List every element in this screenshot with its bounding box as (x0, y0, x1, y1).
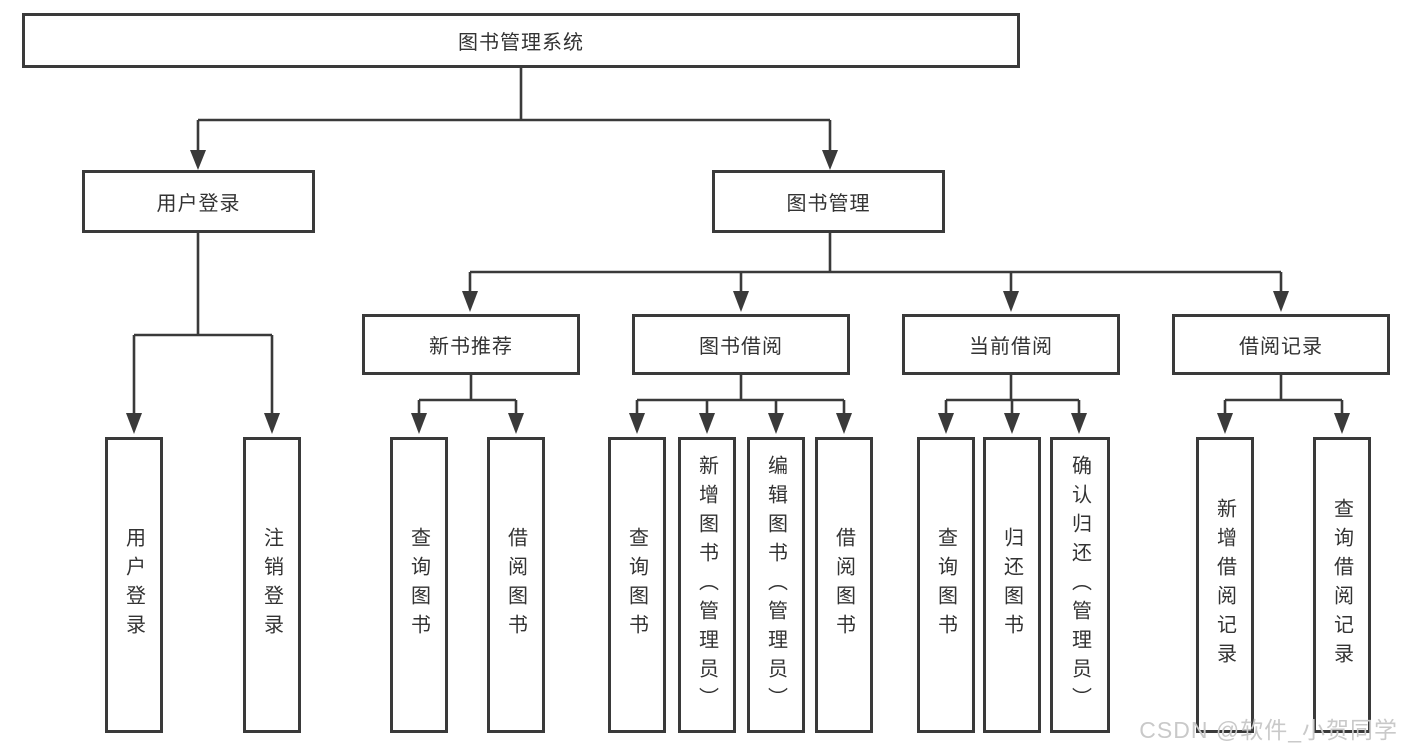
leaf-borrow-query-books-label: 查询图书 (625, 527, 648, 643)
leaf-borrow-add-books-admin-label: 新增图书（管理员） (695, 454, 718, 716)
leaf-user-login-label: 用户登录 (122, 527, 145, 643)
leaf-current-return-books-label: 归还图书 (1000, 527, 1023, 643)
leaf-current-query-books-label: 查询图书 (934, 527, 957, 643)
leaf-borrow-query-books: 查询图书 (608, 437, 666, 733)
leaf-current-query-books: 查询图书 (917, 437, 975, 733)
leaf-records-query-record: 查询借阅记录 (1313, 437, 1371, 733)
node-root-label: 图书管理系统 (458, 32, 584, 54)
leaf-records-query-record-label: 查询借阅记录 (1330, 498, 1353, 672)
node-borrow-records-label: 借阅记录 (1239, 336, 1323, 358)
leaf-records-add-record: 新增借阅记录 (1196, 437, 1254, 733)
leaf-logout: 注销登录 (243, 437, 301, 733)
node-current-borrow-label: 当前借阅 (969, 336, 1053, 358)
leaf-recommend-query-books: 查询图书 (390, 437, 448, 733)
leaf-current-confirm-return-admin-label: 确认归还（管理员） (1068, 454, 1091, 716)
leaf-user-login: 用户登录 (105, 437, 163, 733)
leaf-recommend-borrow-books-label: 借阅图书 (504, 527, 527, 643)
node-user-login: 用户登录 (82, 170, 315, 233)
node-book-borrow-label: 图书借阅 (699, 336, 783, 358)
leaf-borrow-borrow-books-label: 借阅图书 (832, 527, 855, 643)
leaf-recommend-borrow-books: 借阅图书 (487, 437, 545, 733)
node-root: 图书管理系统 (22, 13, 1020, 68)
leaf-records-add-record-label: 新增借阅记录 (1213, 498, 1236, 672)
node-new-book-recommend-label: 新书推荐 (429, 336, 513, 358)
node-book-management: 图书管理 (712, 170, 945, 233)
node-current-borrow: 当前借阅 (902, 314, 1120, 375)
leaf-recommend-query-books-label: 查询图书 (407, 527, 430, 643)
leaf-borrow-edit-books-admin: 编辑图书（管理员） (747, 437, 805, 733)
leaf-borrow-add-books-admin: 新增图书（管理员） (678, 437, 736, 733)
leaf-borrow-borrow-books: 借阅图书 (815, 437, 873, 733)
leaf-current-confirm-return-admin: 确认归还（管理员） (1050, 437, 1110, 733)
node-borrow-records: 借阅记录 (1172, 314, 1390, 375)
node-book-borrow: 图书借阅 (632, 314, 850, 375)
watermark: CSDN @软件_小贺同学 (1139, 717, 1398, 743)
node-user-login-label: 用户登录 (156, 193, 241, 215)
node-book-management-label: 图书管理 (786, 193, 871, 215)
leaf-logout-label: 注销登录 (260, 527, 283, 643)
node-new-book-recommend: 新书推荐 (362, 314, 580, 375)
leaf-current-return-books: 归还图书 (983, 437, 1041, 733)
leaf-borrow-edit-books-admin-label: 编辑图书（管理员） (764, 454, 787, 716)
